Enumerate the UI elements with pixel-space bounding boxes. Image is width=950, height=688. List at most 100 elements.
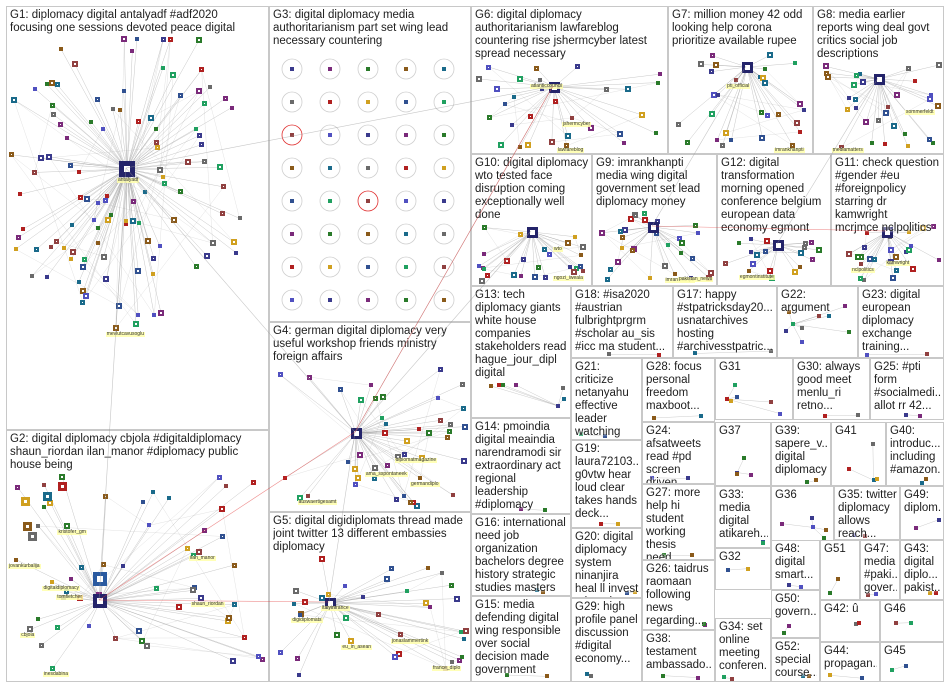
hub-node[interactable] (350, 427, 362, 439)
member-node[interactable] (542, 508, 547, 513)
isolate-node[interactable] (328, 232, 332, 236)
member-node[interactable] (113, 635, 119, 641)
member-node[interactable] (890, 667, 895, 672)
member-node[interactable] (846, 96, 851, 100)
member-node[interactable] (50, 111, 56, 117)
member-node[interactable] (766, 52, 773, 59)
isolate-node[interactable] (290, 67, 294, 71)
member-node[interactable] (199, 67, 205, 73)
member-node[interactable] (813, 478, 818, 483)
member-node[interactable] (157, 309, 164, 316)
member-node[interactable] (482, 252, 487, 257)
member-node[interactable] (765, 113, 770, 119)
isolate-node[interactable] (328, 133, 332, 137)
hub-node[interactable] (93, 594, 107, 608)
isolate-node[interactable] (328, 265, 332, 269)
member-node[interactable] (220, 533, 226, 539)
member-node[interactable] (151, 255, 157, 261)
member-node[interactable] (908, 620, 913, 625)
member-node[interactable] (622, 141, 627, 146)
member-node[interactable] (904, 663, 909, 668)
member-node[interactable] (373, 395, 379, 401)
member-node[interactable] (437, 366, 443, 372)
member-node[interactable] (134, 37, 139, 41)
member-node[interactable] (54, 82, 60, 88)
member-node[interactable] (903, 412, 908, 417)
member-node[interactable] (913, 79, 918, 84)
member-node[interactable] (219, 211, 225, 217)
member-node[interactable] (572, 234, 577, 239)
member-node[interactable] (161, 65, 166, 70)
member-node[interactable] (146, 523, 151, 528)
member-node[interactable] (141, 499, 146, 504)
member-node[interactable] (337, 386, 343, 392)
member-node[interactable] (64, 522, 71, 529)
member-node[interactable] (136, 119, 141, 125)
member-node[interactable] (91, 217, 96, 222)
member-node[interactable] (846, 250, 853, 257)
member-node[interactable] (870, 441, 875, 446)
member-node[interactable] (130, 49, 135, 54)
member-node[interactable] (136, 220, 141, 225)
member-node[interactable] (201, 158, 207, 164)
member-node[interactable] (805, 480, 810, 485)
member-node[interactable] (130, 198, 136, 204)
member-node[interactable] (864, 352, 869, 357)
isolate-node[interactable] (290, 298, 294, 302)
isolate-node[interactable] (366, 166, 370, 170)
member-node[interactable] (69, 249, 76, 256)
member-node[interactable] (184, 546, 190, 552)
member-node[interactable] (564, 239, 571, 246)
member-node[interactable] (935, 62, 942, 69)
member-node[interactable] (762, 249, 768, 255)
member-node[interactable] (823, 413, 828, 418)
member-node[interactable] (869, 140, 874, 145)
member-node[interactable] (853, 96, 859, 102)
member-node[interactable] (231, 562, 237, 568)
member-node[interactable] (787, 309, 792, 314)
isolate-node[interactable] (404, 298, 408, 302)
member-node[interactable] (476, 75, 483, 82)
member-node[interactable] (255, 654, 261, 660)
isolate-node[interactable] (442, 265, 446, 269)
member-node[interactable] (32, 169, 38, 175)
member-node[interactable] (44, 82, 49, 87)
member-node[interactable] (698, 61, 705, 68)
member-node[interactable] (777, 411, 782, 416)
member-node[interactable] (722, 261, 728, 267)
member-node[interactable] (882, 110, 889, 117)
member-node[interactable] (221, 184, 227, 190)
member-node[interactable] (194, 127, 199, 132)
member-node[interactable] (607, 352, 612, 357)
member-node[interactable] (132, 321, 139, 328)
member-node[interactable] (104, 216, 111, 223)
member-node[interactable] (578, 432, 583, 437)
member-node[interactable] (68, 162, 74, 168)
member-node[interactable] (809, 515, 814, 520)
member-node[interactable] (381, 430, 388, 437)
member-node[interactable] (32, 86, 37, 91)
member-node[interactable] (580, 244, 587, 251)
member-node[interactable] (678, 250, 683, 255)
member-node[interactable] (823, 527, 828, 532)
member-node[interactable] (478, 277, 485, 284)
member-node[interactable] (725, 397, 730, 402)
member-node[interactable] (197, 132, 203, 138)
member-node[interactable] (89, 120, 94, 125)
member-node[interactable] (783, 328, 788, 333)
member-node[interactable] (684, 140, 690, 145)
member-node[interactable] (793, 120, 800, 127)
member-node[interactable] (103, 493, 109, 499)
member-node[interactable] (632, 590, 637, 595)
member-node[interactable] (847, 330, 852, 335)
isolate-node[interactable] (328, 100, 332, 104)
member-node[interactable] (458, 629, 463, 634)
member-node[interactable] (726, 568, 731, 573)
member-node[interactable] (632, 213, 638, 219)
member-node[interactable] (708, 111, 715, 118)
member-node[interactable] (223, 484, 228, 489)
member-node[interactable] (519, 506, 524, 511)
member-node[interactable] (425, 430, 432, 437)
member-node[interactable] (8, 152, 14, 158)
member-node[interactable] (42, 504, 47, 509)
